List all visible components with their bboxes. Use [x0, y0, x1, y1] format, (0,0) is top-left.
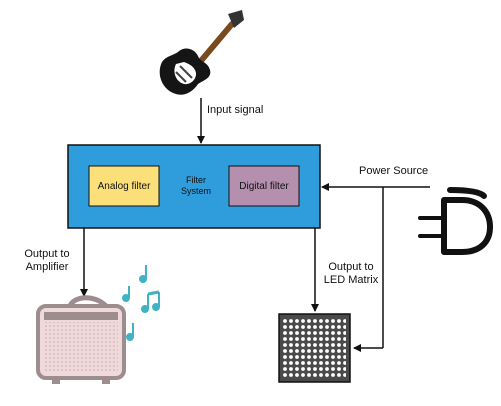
analog-filter-label: Analog filter: [97, 180, 151, 192]
music-notes-icon: [122, 265, 160, 341]
output-amplifier-label-line1: Output to: [24, 248, 70, 260]
digital-filter-label: Digital filter: [239, 180, 289, 192]
input-signal-label: Input signal: [207, 104, 264, 116]
amplifier-icon: [36, 295, 126, 384]
power-source-label: Power Source: [359, 165, 429, 177]
power-plug-icon: [418, 187, 493, 255]
filter-system-label-line1: Filter: [186, 175, 206, 185]
filter-system-label-line2: System: [180, 186, 211, 196]
electric-guitar-icon: [159, 10, 244, 95]
output-led-label: Output to LED Matrix: [318, 261, 384, 287]
output-amplifier-label-line2: Amplifier: [25, 261, 69, 273]
output-amplifier-label: Output to Amplifier: [16, 248, 78, 274]
analog-filter-block: [88, 165, 160, 207]
output-led-label-line2: LED Matrix: [323, 274, 379, 286]
output-led-label-line1: Output to: [328, 261, 374, 273]
digital-filter-block: [228, 165, 300, 207]
filter-system-label: Filter System: [176, 175, 216, 197]
led-matrix-icon: [278, 313, 351, 383]
